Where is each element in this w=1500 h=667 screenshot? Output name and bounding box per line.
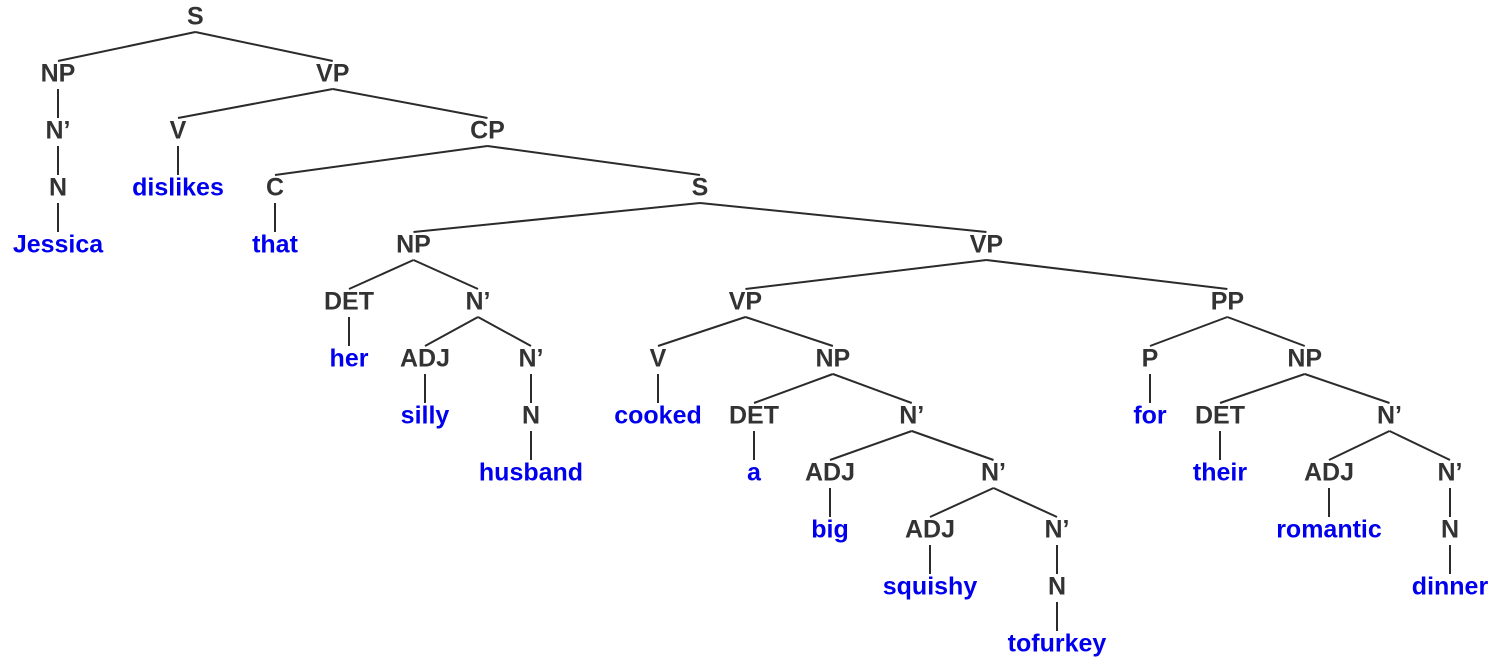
tree-edge xyxy=(745,316,834,347)
word-her: her xyxy=(330,345,369,373)
node-det: DET xyxy=(1195,402,1245,430)
tree-labels: SNPN’NJessicaVPVdislikesCPCthatSNPDETher… xyxy=(13,3,1489,658)
tree-edge xyxy=(477,316,532,347)
tree-edge xyxy=(195,31,333,62)
tree-edge xyxy=(332,88,488,119)
node-det: DET xyxy=(729,402,779,430)
tree-edge xyxy=(832,373,913,404)
node-n: N xyxy=(1441,516,1459,544)
node-cp: CP xyxy=(470,117,505,145)
tree-edge xyxy=(413,259,479,290)
tree-edge xyxy=(487,145,701,176)
tree-edge xyxy=(413,202,701,233)
word-big: big xyxy=(811,516,849,544)
word-their: their xyxy=(1193,459,1247,487)
node-n-bar: N’ xyxy=(466,288,491,316)
tree-edge xyxy=(1328,430,1390,461)
node-pp: PP xyxy=(1211,288,1244,316)
tree-edge xyxy=(1227,316,1306,347)
node-adj: ADJ xyxy=(1304,459,1354,487)
tree-edge xyxy=(177,88,333,119)
word-jessica: Jessica xyxy=(13,231,104,259)
tree-edge xyxy=(745,259,987,290)
node-n-bar: N’ xyxy=(519,345,544,373)
tree-edge xyxy=(1219,373,1306,404)
node-n-bar: N’ xyxy=(1438,459,1463,487)
node-s: S xyxy=(692,174,709,202)
node-det: DET xyxy=(324,288,374,316)
tree-edge xyxy=(986,259,1228,290)
tree-edge xyxy=(829,430,913,461)
tree-edge xyxy=(699,202,987,233)
tree-edge xyxy=(348,259,414,290)
node-vp: VP xyxy=(316,60,349,88)
node-adj: ADJ xyxy=(905,516,955,544)
node-v: V xyxy=(170,117,187,145)
tree-edge xyxy=(753,373,834,404)
node-p: P xyxy=(1142,345,1159,373)
node-np: NP xyxy=(1287,345,1322,373)
word-dislikes: dislikes xyxy=(132,174,224,202)
node-np: NP xyxy=(396,231,431,259)
tree-edge xyxy=(1389,430,1451,461)
word-that: that xyxy=(252,231,299,259)
node-n: N xyxy=(1048,573,1066,601)
tree-edge xyxy=(274,145,488,176)
node-vp: VP xyxy=(970,231,1003,259)
node-s: S xyxy=(187,3,204,31)
word-silly: silly xyxy=(401,402,450,430)
word-for: for xyxy=(1133,402,1167,430)
word-cooked: cooked xyxy=(614,402,702,430)
node-adj: ADJ xyxy=(805,459,855,487)
tree-edge xyxy=(424,316,479,347)
node-n-bar: N’ xyxy=(1377,402,1402,430)
node-c: C xyxy=(266,174,284,202)
node-n: N xyxy=(49,174,67,202)
word-husband: husband xyxy=(479,459,583,487)
tree-edges xyxy=(57,31,1451,631)
node-n-bar: N’ xyxy=(981,459,1006,487)
node-vp: VP xyxy=(729,288,762,316)
tree-edge xyxy=(657,316,746,347)
tree-edge xyxy=(929,487,994,518)
tree-edge xyxy=(911,430,994,461)
node-n-bar: N’ xyxy=(46,117,71,145)
word-dinner: dinner xyxy=(1412,573,1489,601)
tree-edge xyxy=(993,487,1058,518)
word-a: a xyxy=(747,459,762,487)
word-romantic: romantic xyxy=(1276,516,1382,544)
word-squishy: squishy xyxy=(883,573,978,601)
node-n: N xyxy=(522,402,540,430)
node-n-bar: N’ xyxy=(1045,516,1070,544)
word-tofurkey: tofurkey xyxy=(1008,630,1107,658)
node-n-bar: N’ xyxy=(899,402,924,430)
node-np: NP xyxy=(41,60,76,88)
node-v: V xyxy=(650,345,667,373)
node-np: NP xyxy=(816,345,851,373)
node-adj: ADJ xyxy=(400,345,450,373)
tree-edge xyxy=(1304,373,1390,404)
tree-edge xyxy=(1149,316,1228,347)
tree-edge xyxy=(57,31,196,62)
